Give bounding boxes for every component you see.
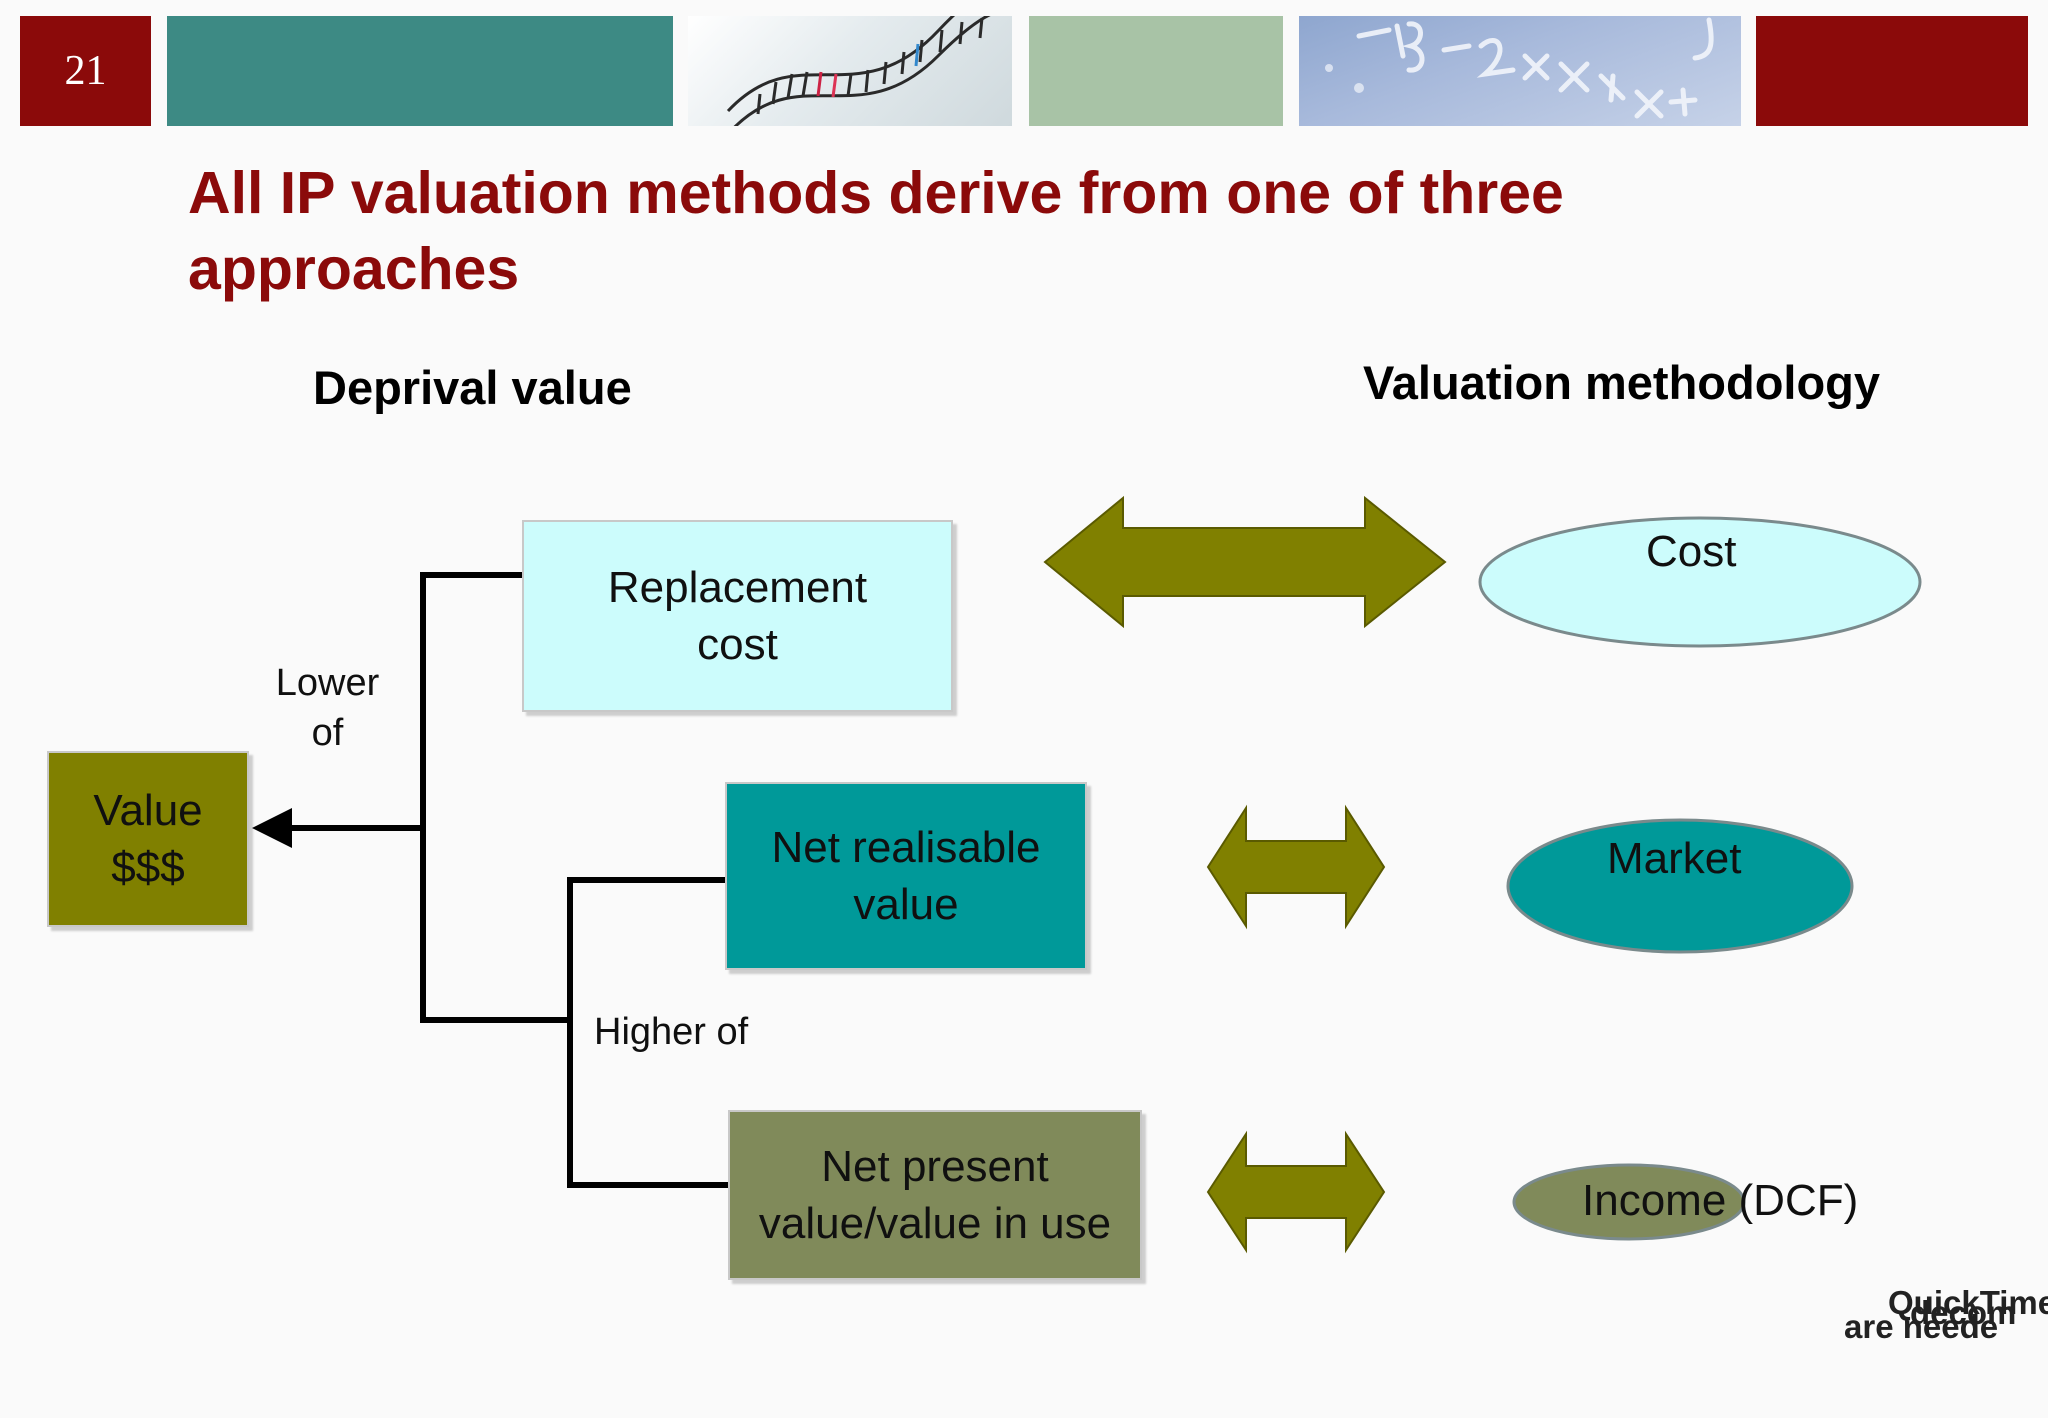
banner-sage-block [1029,16,1283,126]
lower-of-bracket [420,572,573,1023]
cost-method-label: Cost [1646,527,1737,576]
higher-of-bracket [567,877,731,1188]
watermark-line1: QuickTime [1888,1284,2048,1321]
banner-teal-block [167,16,673,126]
watermark-overlap: decom [1910,1294,2017,1331]
market-method-label: Market [1607,834,1742,883]
replacement-cost-box: Replacement cost [522,520,953,712]
value-box-line2: $$$ [111,843,185,892]
slide-title: All IP valuation methods derive from one… [188,160,1564,302]
value-arrowhead [252,808,292,848]
higher-of-label: Higher of [594,1011,749,1053]
value-box-line1: Value [93,786,203,835]
income-method-label: Income (DCF) [1582,1176,1859,1225]
deprival-value-header: Deprival value [313,361,632,414]
banner-math-image [1299,16,1741,126]
net-realisable-line1: Net realisable [771,823,1041,872]
banner-maroon-block [1756,16,2028,126]
valuation-methodology-header: Valuation methodology [1363,356,1881,409]
watermark-line2: are neede [1844,1308,1999,1345]
market-double-arrow [1206,804,1386,930]
lower-of-label: Lower of [260,658,395,758]
cost-double-arrow [1043,495,1447,629]
income-double-arrow [1206,1130,1386,1254]
net-realisable-value-box: Net realisable value [725,782,1087,970]
lower-of-line1: Lower [275,662,380,704]
quicktime-watermark: QuickTime decom are neede [1844,1286,2048,1345]
net-realisable-line2: value [853,880,959,929]
slide-number: 21 [64,48,107,94]
math-formula-icon [1325,17,1714,119]
replacement-cost-line2: cost [697,620,778,669]
cost-ellipse [1478,516,1922,648]
slide-number-badge: 21 [20,16,151,126]
net-present-line1: Net present [821,1142,1049,1191]
market-ellipse [1506,818,1854,954]
net-present-value-box: Net present value/value in use [728,1110,1142,1280]
value-box: Value $$$ [47,751,249,927]
dna-helix-icon [726,16,991,126]
banner-dna-image [688,16,1012,126]
replacement-cost-line1: Replacement [607,563,868,612]
income-ellipse [1512,1163,1746,1241]
lower-of-line2: of [311,712,344,754]
net-present-line2: value/value in use [758,1199,1112,1248]
